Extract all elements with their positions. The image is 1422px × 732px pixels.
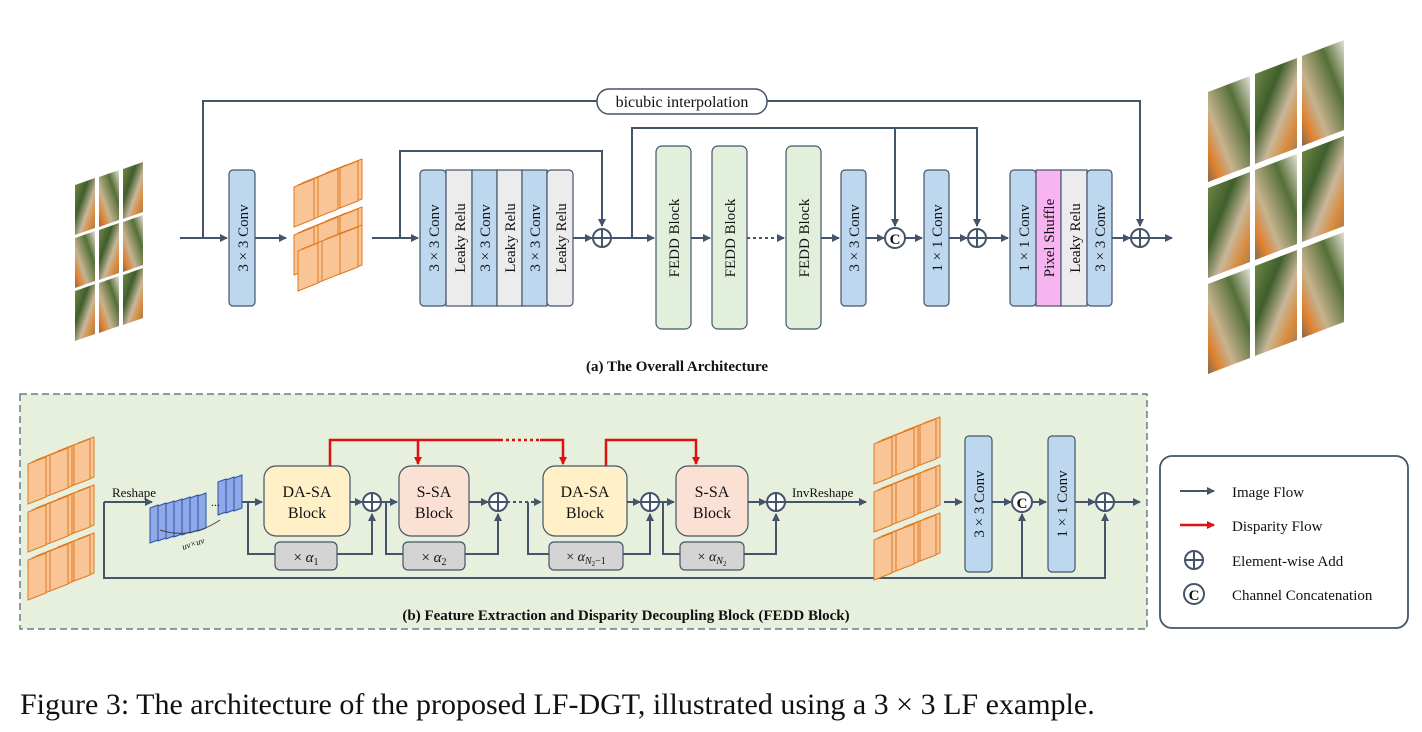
upsampler-conv1x1: 1 × 1 Conv (1017, 204, 1033, 272)
group-relu-a: Leaky Relu (453, 203, 469, 273)
bicubic-label: bicubic interpolation (616, 94, 749, 111)
legend-concat-icon (1183, 583, 1205, 605)
alpha4-text: × αN2 (698, 550, 727, 568)
conv-relu-group (419, 169, 574, 307)
concat-node-overall-label: C (890, 232, 901, 248)
invreshape-label: InvReshape (792, 485, 854, 500)
token-ellipsis: ... (211, 495, 220, 509)
add-node-2 (967, 228, 987, 248)
legend-element-add-label: Element-wise Add (1232, 554, 1344, 570)
alpha4-symbol: α (709, 550, 717, 565)
ssa-block-2-line1: S-SA (695, 484, 730, 501)
legend-channel-concat-label: Channel Concatenation (1232, 588, 1373, 604)
legend-box (1159, 455, 1409, 629)
fedd-conv1x1 (1047, 435, 1076, 573)
upsampler-group (1009, 169, 1113, 307)
alpha4-box (679, 541, 745, 571)
pixel-shuffle-label: Pixel Shuffle (1042, 198, 1058, 277)
feature-stack-a (293, 158, 363, 292)
group-conv3x3-b: 3 × 3 Conv (478, 204, 494, 272)
dasa-block-1-line2: Block (288, 505, 326, 522)
alpha1-box (274, 541, 338, 571)
ssa-block-1-line1: S-SA (417, 484, 452, 501)
alpha3-box (548, 541, 624, 571)
fedd-block-n-label: FEDD Block (797, 198, 813, 277)
add-node-1 (592, 228, 612, 248)
legend-disparity-flow-label: Disparity Flow (1232, 519, 1323, 535)
figure-caption: Figure 3: The architecture of the propos… (20, 688, 1095, 721)
group-relu-b: Leaky Relu (503, 203, 519, 273)
alpha3-text: × αN2−1 (566, 550, 606, 568)
input-lf-image-grid (75, 162, 143, 341)
fedd-conv1x1-label: 1 × 1 Conv (1055, 470, 1071, 538)
dasa-block-1 (263, 465, 351, 537)
fedd-add-3 (640, 492, 660, 512)
fedd-add-2 (488, 492, 508, 512)
ssa-block-1-line2: Block (415, 505, 453, 522)
upsampler-conv3x3: 3 × 3 Conv (1093, 204, 1109, 272)
disparity-flow-3 (540, 438, 567, 465)
alpha2-subscript: 2 (442, 557, 447, 568)
fedd-add-4 (766, 492, 786, 512)
group-conv3x3-c: 3 × 3 Conv (528, 204, 544, 272)
alpha2-symbol: α (434, 550, 443, 566)
disparity-flow-4 (604, 438, 700, 466)
dasa-block-2-line2: Block (566, 505, 604, 522)
fedd-conv3x3 (964, 435, 993, 573)
alpha4-times: × (698, 550, 706, 565)
ssa-block-1 (398, 465, 470, 537)
legend-concat-icon-label: C (1189, 588, 1200, 604)
upsampler-relu: Leaky Relu (1068, 203, 1084, 273)
alpha4-subsubscript: 2 (723, 560, 727, 568)
disparity-flow-1 (328, 438, 422, 466)
bicubic-label-box (596, 88, 768, 115)
alpha1-subscript: 1 (314, 557, 319, 568)
alpha3-times: × (566, 550, 574, 565)
fedd-add-1 (362, 492, 382, 512)
fedd-title: (b) Feature Extraction and Disparity Dec… (402, 608, 849, 624)
overall-title: (a) The Overall Architecture (586, 359, 768, 375)
fedd-final-add (1095, 492, 1115, 512)
alpha1-symbol: α (306, 550, 315, 566)
alpha3-symbol: α (578, 550, 586, 565)
overall-conv3x3-1-label: 3 × 3 Conv (236, 204, 252, 272)
add-node-3 (1130, 228, 1150, 248)
group-conv3x3-a: 3 × 3 Conv (427, 204, 443, 272)
fedd-conv3x3-label: 3 × 3 Conv (972, 470, 988, 538)
dasa-block-2-line1: DA-SA (561, 484, 610, 501)
alpha2-times: × (421, 550, 429, 566)
legend-image-flow-label: Image Flow (1232, 485, 1304, 501)
alpha3-subsubscript: 2 (592, 560, 596, 568)
fedd-block-1-label: FEDD Block (667, 198, 683, 277)
reshape-label: Reshape (112, 485, 156, 500)
alpha2-box (402, 541, 466, 571)
alpha3-tail: −1 (595, 556, 606, 567)
alpha1-times: × (293, 550, 301, 566)
legend-add-icon (1184, 550, 1204, 570)
alpha3-subscript: N (584, 556, 593, 567)
alpha4-subscript: N (715, 556, 724, 567)
residual-skip-1 (399, 150, 606, 238)
overall-conv1x1-label: 1 × 1 Conv (930, 204, 946, 272)
feature-stack-b-right (873, 416, 941, 581)
residual-skip-2 (631, 127, 981, 238)
ssa-block-2-line2: Block (693, 505, 731, 522)
alpha2-text: × α2 (421, 550, 446, 568)
group-relu-c: Leaky Relu (554, 203, 570, 273)
output-lf-image-grid (1208, 40, 1344, 374)
dasa-block-1-line1: DA-SA (283, 484, 332, 501)
ssa-block-2 (675, 465, 749, 537)
dasa-block-2 (542, 465, 628, 537)
uv-brace (159, 519, 221, 534)
fedd-concat-node-label: C (1017, 496, 1028, 512)
alpha1-text: × α1 (293, 550, 318, 568)
fedd-long-skip (103, 502, 1109, 579)
fedd-block-2-label: FEDD Block (723, 198, 739, 277)
overall-conv3x3-2-label: 3 × 3 Conv (847, 204, 863, 272)
feature-stack-b-left (27, 436, 95, 601)
